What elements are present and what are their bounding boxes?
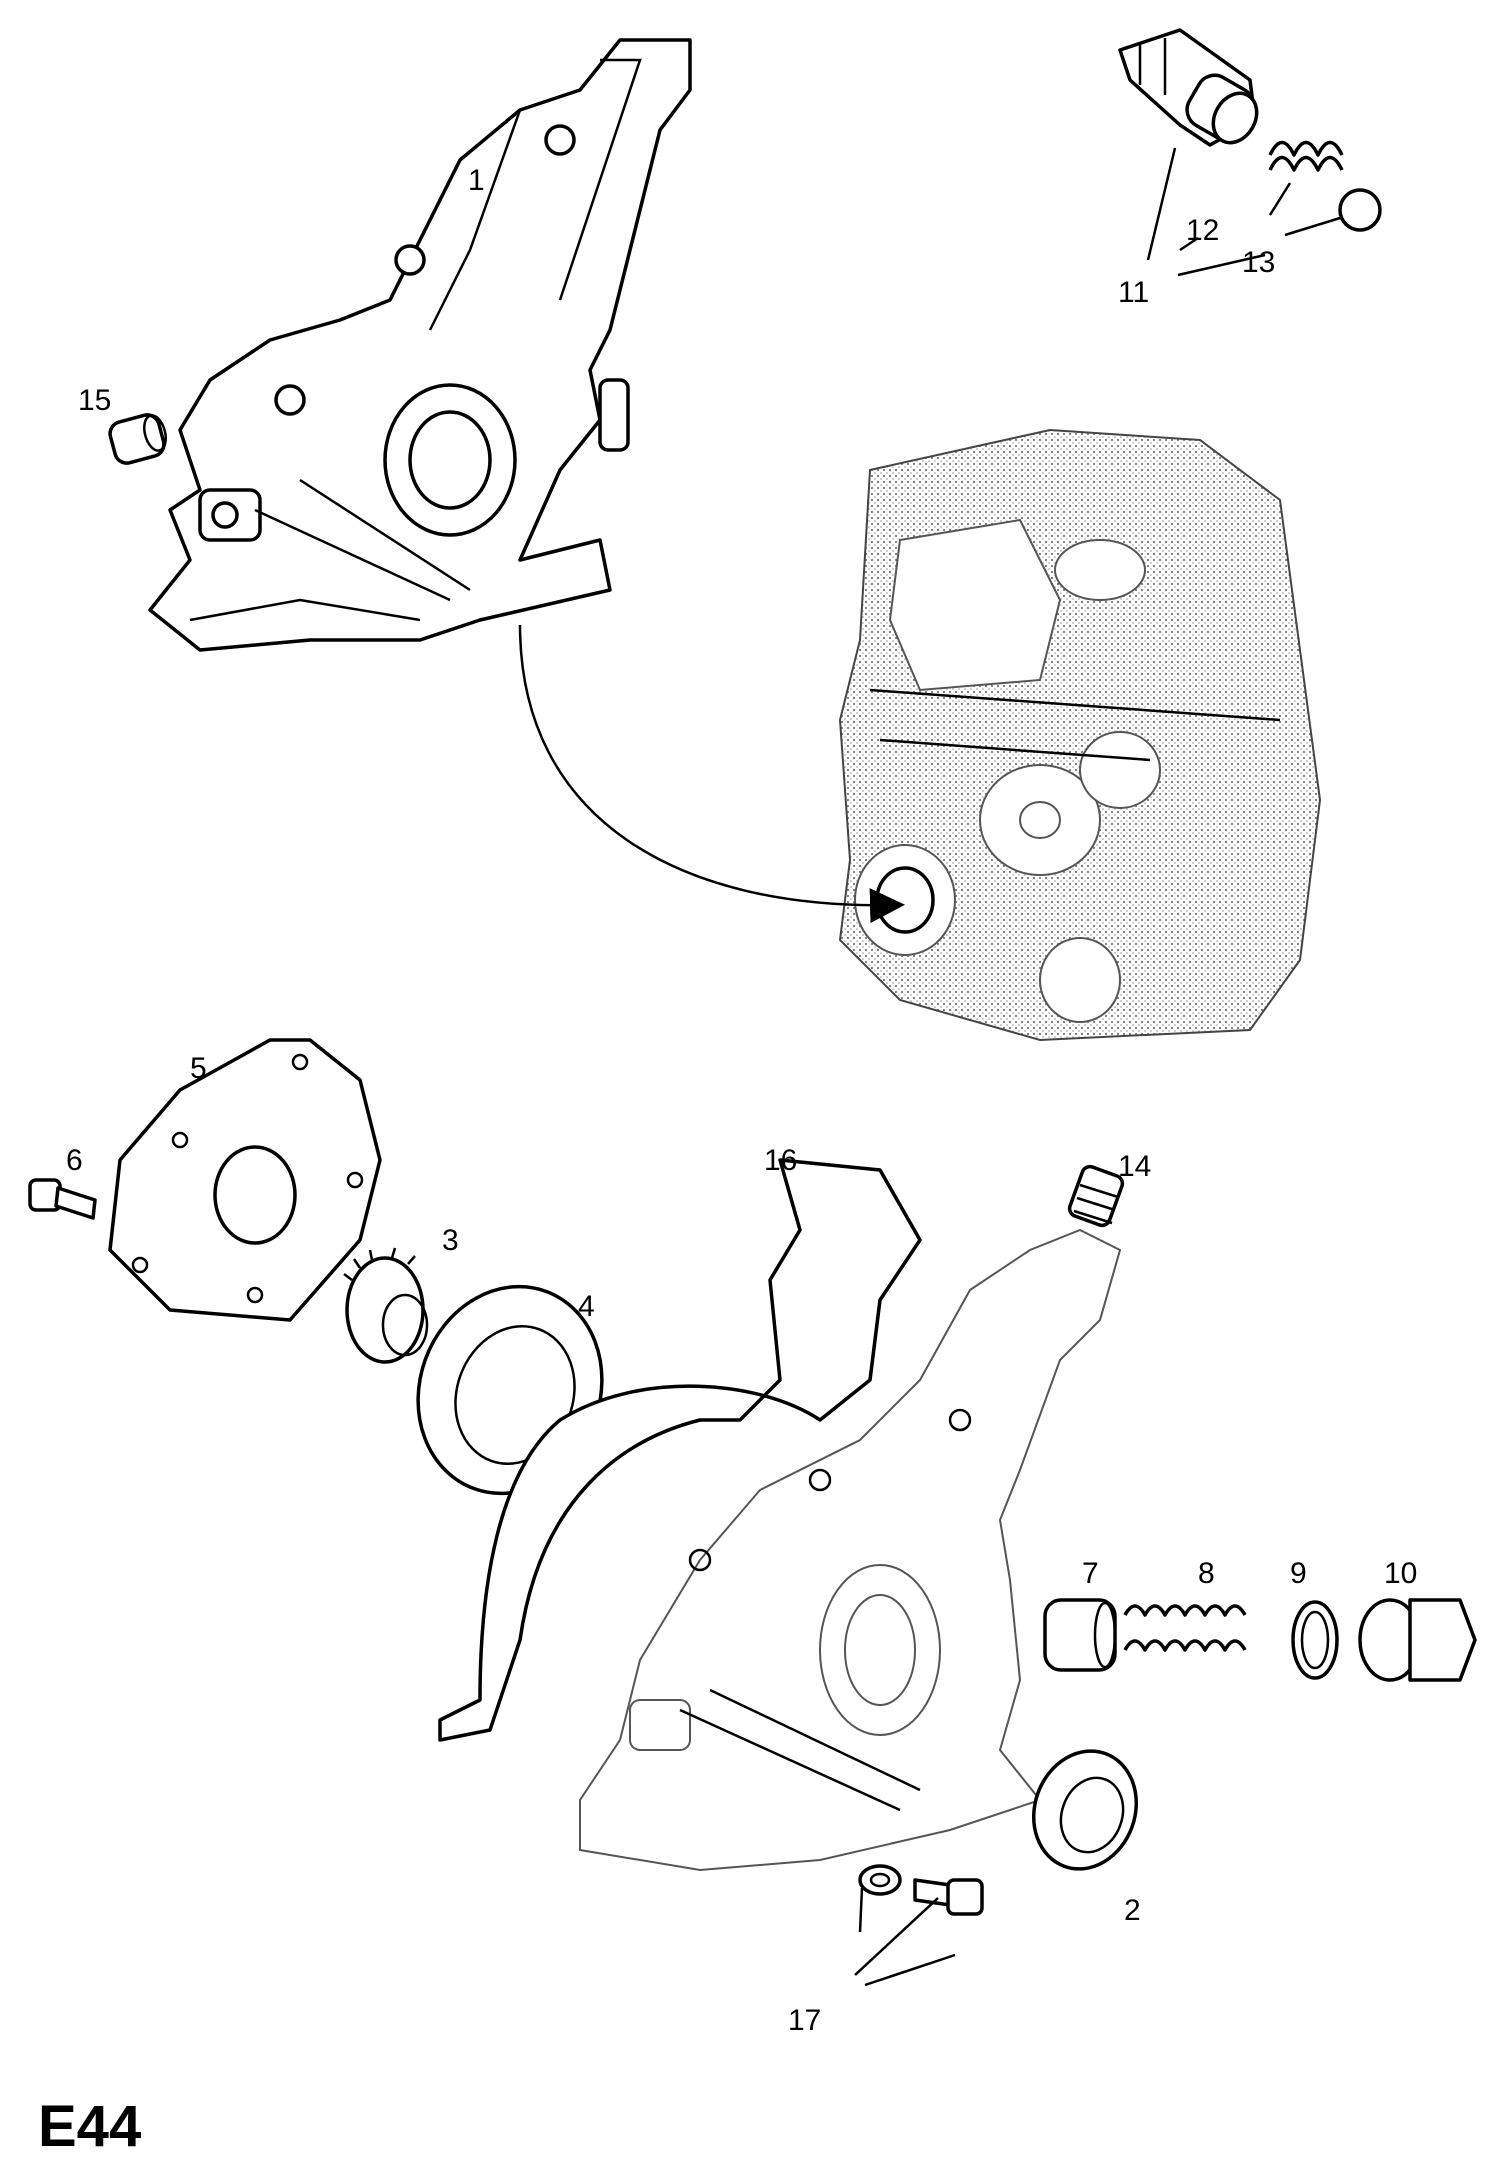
- callout-15: 15: [78, 384, 111, 417]
- gasket-part-16: [438, 1158, 922, 1742]
- callout-2: 2: [1124, 1894, 1141, 1927]
- callout-10: 10: [1384, 1557, 1417, 1590]
- callout-4: 4: [578, 1290, 595, 1323]
- callout-1: 1: [468, 164, 485, 197]
- relief-valve-parts-top: [1118, 28, 1382, 232]
- callout-7: 7: [1082, 1557, 1099, 1590]
- plug-part-14: [1067, 1164, 1125, 1228]
- inner-gear-part-3: [343, 1247, 429, 1364]
- oil-pump-housing-bottom: [579, 1228, 1122, 1872]
- bolt-washer-part-17: [858, 1864, 984, 1916]
- callout-13: 13: [1242, 246, 1275, 279]
- shaft-seal-part-2: [1031, 1749, 1139, 1871]
- oil-pump-housing-top: [148, 38, 692, 652]
- callout-labels: 1 2 3 4 5 6 7 8 9 10 11 12 13 14 15 16 1…: [38, 164, 1417, 2159]
- callout-6: 6: [66, 1144, 83, 1177]
- engine-assembly-reference: [838, 428, 1322, 1042]
- callout-8: 8: [1198, 1557, 1215, 1590]
- callout-16: 16: [764, 1144, 797, 1177]
- callout-12: 12: [1186, 214, 1219, 247]
- installation-arrow: [518, 624, 905, 924]
- leader-lines: [854, 147, 1341, 1987]
- callout-14: 14: [1118, 1150, 1151, 1183]
- callout-17: 17: [788, 2004, 821, 2037]
- callout-11: 11: [1118, 276, 1149, 309]
- callout-3: 3: [442, 1224, 459, 1257]
- relief-valve-parts-bottom: [1043, 1598, 1477, 1682]
- bolt-part-6: [28, 1178, 97, 1220]
- pump-cover-plate: [108, 1038, 382, 1322]
- figure-code: E44: [38, 2094, 141, 2159]
- callout-5: 5: [190, 1052, 207, 1085]
- callout-9: 9: [1290, 1557, 1307, 1590]
- sleeve-part-15: [108, 413, 167, 465]
